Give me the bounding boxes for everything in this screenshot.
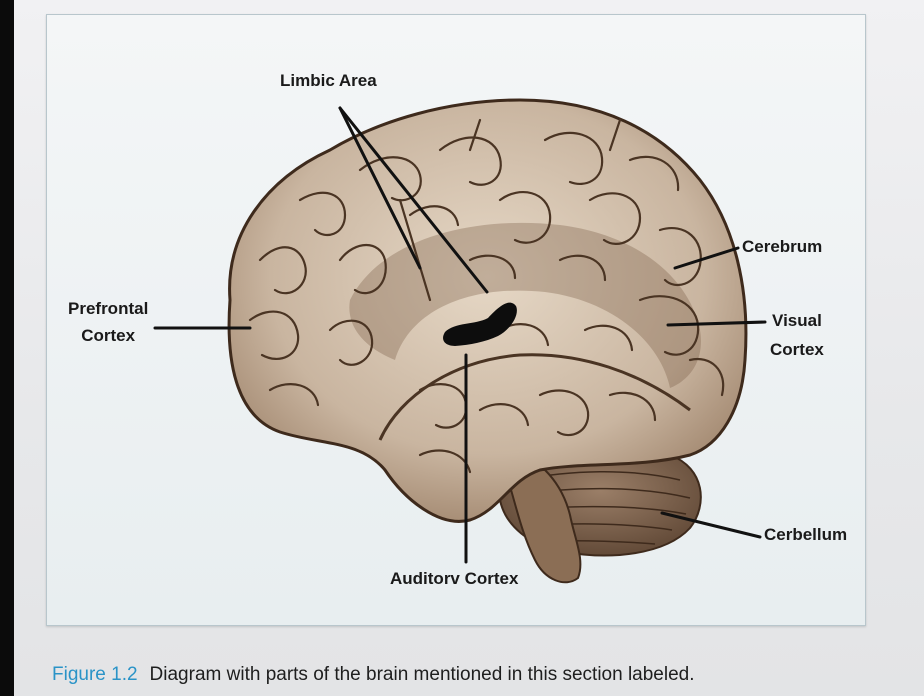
label-visual-line2: Cortex [770,339,824,360]
label-limbic-area: Limbic Area [280,70,377,91]
label-visual-line1: Visual [770,310,824,331]
caption-text: Diagram with parts of the brain mentione… [150,664,695,685]
label-cerebrum: Cerebrum [742,236,822,257]
label-visual-cortex: Visual Cortex [770,310,824,361]
label-cerebellum: Cerbellum [764,524,847,545]
figure-caption: Figure 1.2 Diagram with parts of the brai… [52,664,695,686]
figure-number: Figure 1.2 [52,664,138,685]
label-prefrontal-cortex: Prefrontal Cortex [68,298,148,347]
label-auditory-cortex: Auditorv Cortex [390,568,518,589]
label-prefrontal-line2: Cortex [68,325,148,346]
label-prefrontal-line1: Prefrontal [68,298,148,319]
